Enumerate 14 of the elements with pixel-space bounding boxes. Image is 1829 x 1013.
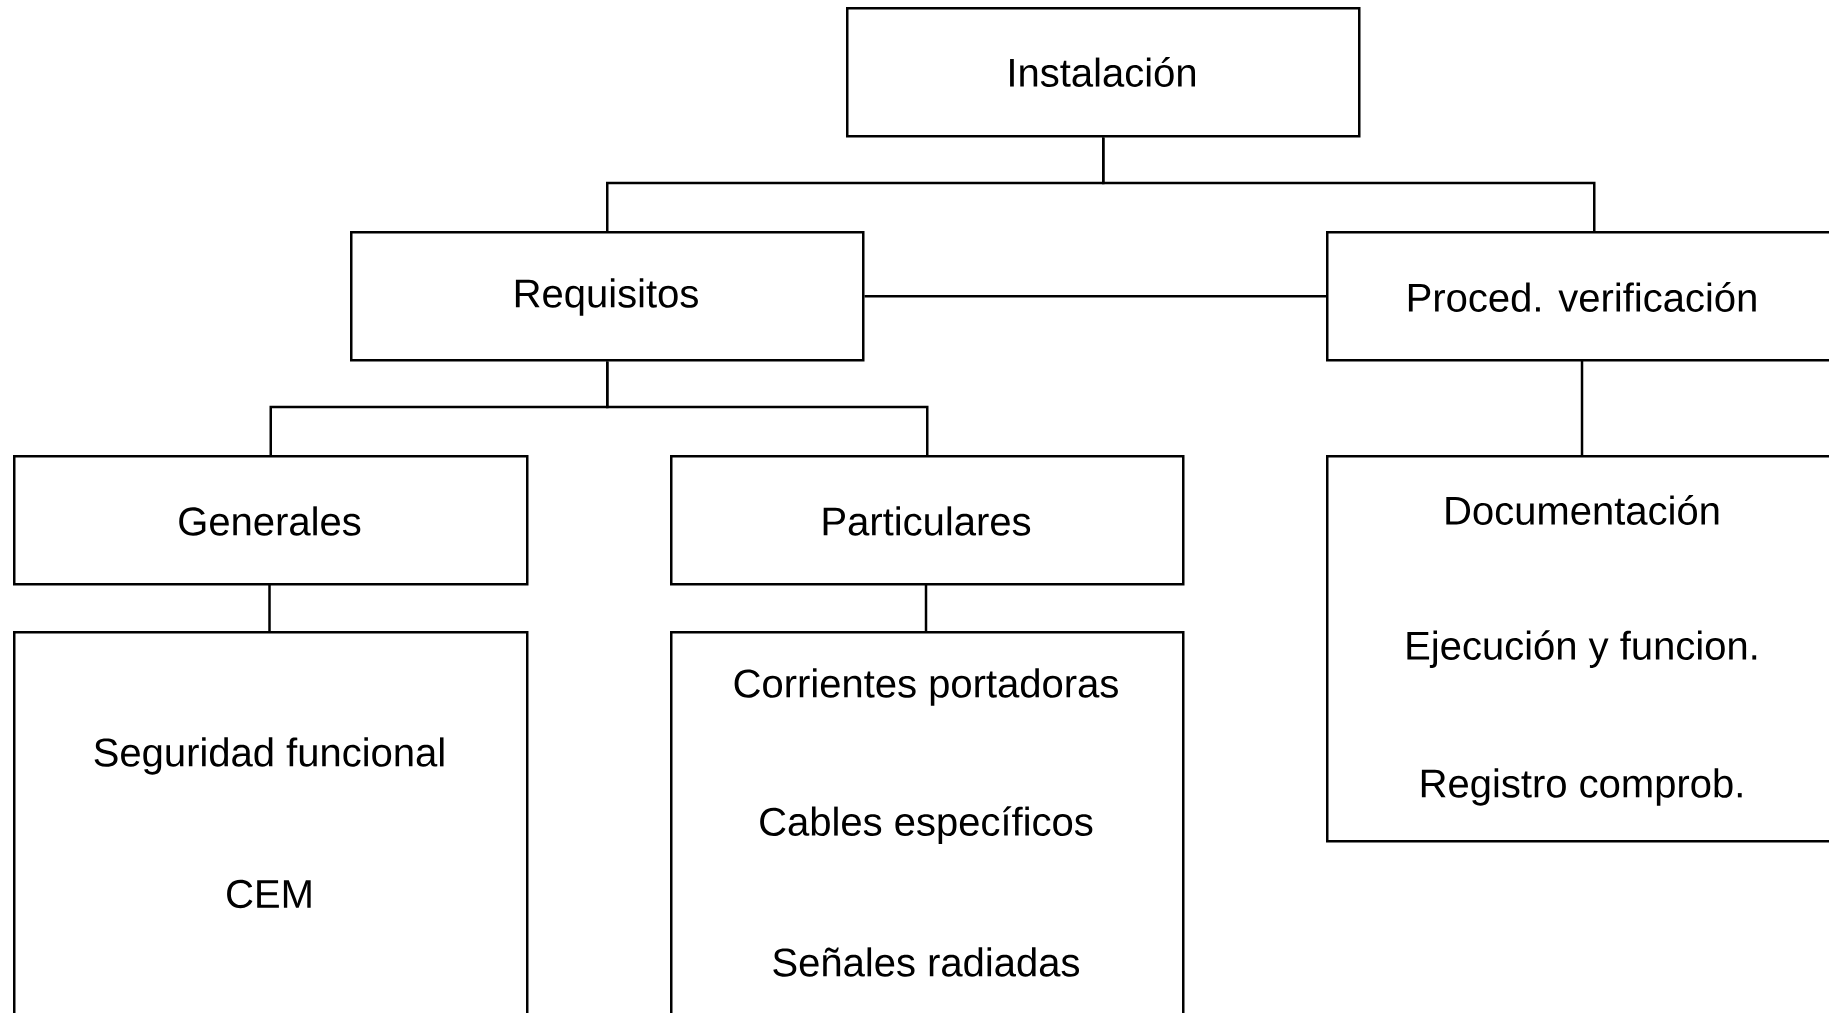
box: Seguridad funcional CEM xyxy=(13,631,529,1013)
connector-line xyxy=(606,361,929,455)
connector-line xyxy=(1102,137,1596,231)
box: Requisitos xyxy=(350,231,865,362)
connector-line xyxy=(268,583,271,631)
connector-line xyxy=(864,295,1326,298)
box: Corrientes portadoras Cables específicos Señales radiadas xyxy=(670,631,1185,1013)
box: Generales xyxy=(13,455,529,586)
box: Particulares xyxy=(670,455,1185,586)
box: Instalación xyxy=(846,7,1361,138)
connector-line xyxy=(1580,359,1584,455)
box: Documentación Ejecución y funcion. Registro comprob. xyxy=(1326,455,1829,843)
box: Proced. verificación xyxy=(1326,231,1829,362)
connector-line xyxy=(924,583,928,631)
